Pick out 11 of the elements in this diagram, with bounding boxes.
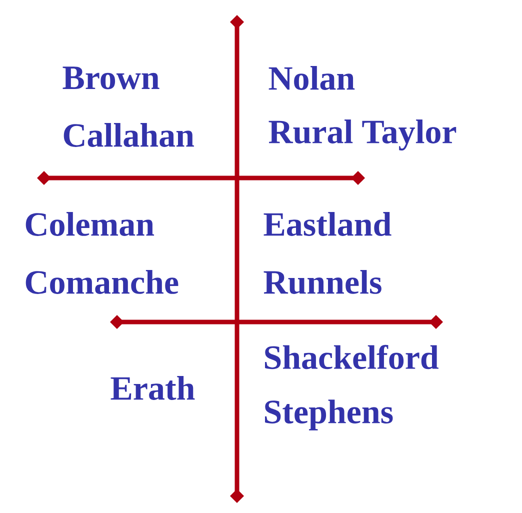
region-label: Brown <box>62 66 160 90</box>
region-label: Erath <box>110 376 195 400</box>
region-label: Coleman <box>26 212 154 236</box>
region-label: Nolan <box>268 66 355 90</box>
region-label: Runnels <box>264 270 382 294</box>
region-label: Stephens <box>265 400 393 430</box>
region-label: Callahan <box>64 123 194 147</box>
region-label: Comanche <box>26 270 178 294</box>
region-label: Shackelford <box>265 344 438 370</box>
region-label: Rural Taylor <box>268 120 456 150</box>
region-label: Eastland <box>264 212 392 236</box>
